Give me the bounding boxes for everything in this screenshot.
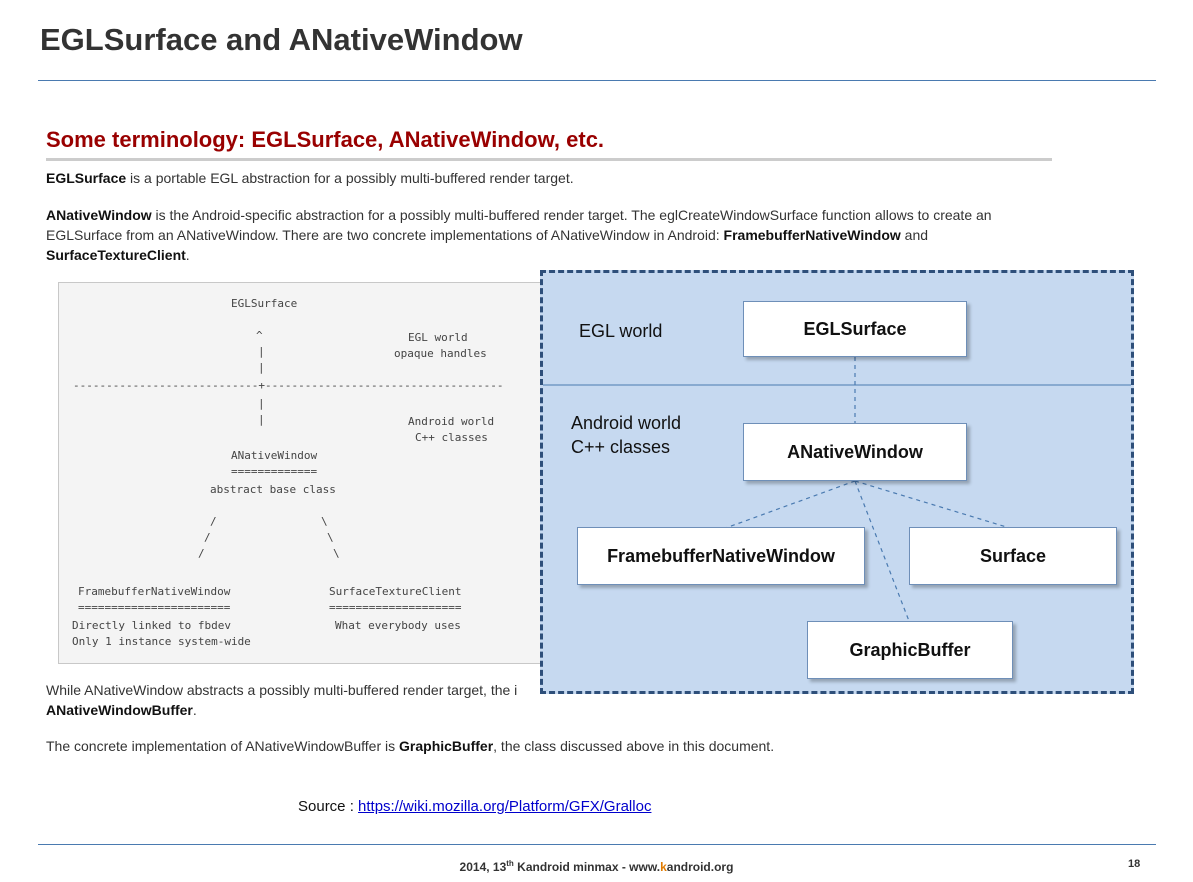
- footer-divider: [38, 844, 1156, 845]
- term-surfacetextureclient: SurfaceTextureClient: [46, 247, 186, 263]
- doc-heading: Some terminology: EGLSurface, ANativeWin…: [46, 127, 605, 152]
- node-framebuffernativewindow: FramebufferNativeWindow: [577, 527, 865, 585]
- ascii-divider: ----------------------------+-----------…: [73, 379, 504, 392]
- ascii-diagram: EGLSurface ^ | | EGL world opaque handle…: [58, 282, 580, 664]
- paragraph-anativewindowbuffer: While ANativeWindow abstracts a possibly…: [46, 682, 518, 718]
- slide-title: EGLSurface and ANativeWindow: [40, 22, 523, 57]
- node-anativewindow: ANativeWindow: [743, 423, 967, 481]
- ascii-slash: /: [210, 515, 217, 528]
- ascii-only-one-instance: Only 1 instance system-wide: [72, 635, 251, 648]
- source-citation: Source : https://wiki.mozilla.org/Platfo…: [298, 798, 652, 815]
- ascii-pipe: |: [258, 397, 265, 410]
- ascii-caret: ^: [256, 329, 263, 342]
- source-link[interactable]: https://wiki.mozilla.org/Platform/GFX/Gr…: [358, 798, 652, 815]
- ascii-backslash: \: [327, 531, 334, 544]
- ascii-opaque-handles: opaque handles: [394, 347, 487, 360]
- node-eglsurface: EGLSurface: [743, 301, 967, 357]
- ascii-cpp-classes: C++ classes: [415, 431, 488, 444]
- paragraph-graphicbuffer: The concrete implementation of ANativeWi…: [46, 738, 775, 754]
- ascii-surfacetextureclient: SurfaceTextureClient: [329, 585, 462, 598]
- term-eglsurface: EGLSurface: [46, 170, 127, 186]
- connector-anativewindow-framebuffer: [722, 480, 856, 530]
- android-world-label: Android world C++ classes: [571, 413, 682, 457]
- paragraph-anativewindow: ANativeWindow is the Android-specific ab…: [46, 207, 992, 263]
- term-anativewindow: ANativeWindow: [46, 207, 152, 223]
- ascii-pipe: |: [258, 345, 265, 358]
- ascii-underline: =======================: [78, 601, 231, 614]
- term-graphicbuffer: GraphicBuffer: [399, 738, 494, 754]
- node-graphicbuffer: GraphicBuffer: [807, 621, 1013, 679]
- ascii-egl-world: EGL world: [408, 331, 468, 344]
- ascii-android-world: Android world: [408, 415, 495, 428]
- ascii-pipe: |: [258, 361, 265, 374]
- egl-world-label: EGL world: [579, 321, 663, 341]
- ascii-slash: /: [198, 547, 205, 560]
- ascii-eglsurface: EGLSurface: [231, 297, 298, 310]
- connector-anativewindow-graphicbuffer: [854, 480, 910, 622]
- page-number: 18: [1128, 858, 1141, 870]
- ascii-slash: /: [204, 531, 211, 544]
- ascii-abstract-base: abstract base class: [210, 483, 336, 496]
- heading-underline: [46, 158, 1052, 161]
- title-divider: [38, 80, 1156, 81]
- ascii-pipe: |: [258, 413, 265, 426]
- ascii-what-everybody-uses: What everybody uses: [335, 619, 461, 632]
- ascii-anativewindow: ANativeWindow: [231, 449, 318, 462]
- footer-text: 2014, 13th Kandroid minmax - www.kandroi…: [459, 859, 734, 874]
- paragraph-eglsurface: EGLSurface is a portable EGL abstraction…: [46, 170, 574, 186]
- class-diagram-overlay: EGL world Android world C++ classes EGLS…: [540, 270, 1134, 694]
- ascii-backslash: \: [321, 515, 328, 528]
- ascii-directly-linked: Directly linked to fbdev: [72, 619, 231, 632]
- node-surface: Surface: [909, 527, 1117, 585]
- diagram-connectors: [543, 357, 1131, 622]
- term-anativewindowbuffer: ANativeWindowBuffer: [46, 702, 193, 718]
- ascii-underline: =============: [231, 465, 318, 478]
- ascii-backslash: \: [333, 547, 340, 560]
- term-framebuffernativewindow: FramebufferNativeWindow: [723, 227, 901, 243]
- ascii-underline: ====================: [329, 601, 462, 614]
- ascii-framebuffernativewindow: FramebufferNativeWindow: [78, 585, 231, 598]
- connector-anativewindow-surface: [854, 480, 1014, 530]
